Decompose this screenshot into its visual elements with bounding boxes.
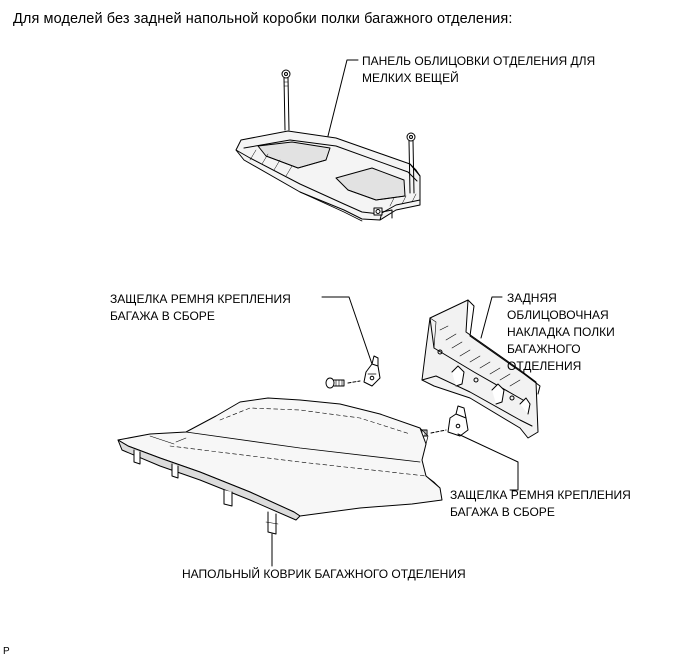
latch-lower-leader bbox=[457, 433, 519, 491]
illustration-code: P bbox=[3, 646, 10, 657]
cover-panel-label: ПАНЕЛЬ ОБЛИЦОВКИ ОТДЕЛЕНИЯ ДЛЯ МЕЛКИХ ВЕ… bbox=[362, 54, 596, 85]
bolt-upper bbox=[325, 377, 361, 389]
latch-lower-part bbox=[447, 405, 469, 437]
cover-panel-part bbox=[235, 130, 421, 222]
rear-trim-part bbox=[421, 299, 541, 439]
figure-caption: Для моделей без задней напольной коробки… bbox=[13, 11, 513, 27]
latch-upper-leader bbox=[321, 296, 373, 365]
cover-panel-straps bbox=[281, 69, 416, 194]
latch-upper-label: ЗАЩЕЛКА РЕМНЯ КРЕПЛЕНИЯ БАГАЖА В СБОРЕ bbox=[110, 292, 291, 323]
cover-panel-leader bbox=[327, 59, 359, 137]
rear-trim-label: ЗАДНЯЯ ОБЛИЦОВОЧНАЯ НАКЛАДКА ПОЛКИ БАГАЖ… bbox=[507, 291, 615, 373]
latch-lower-label: ЗАЩЕЛКА РЕМНЯ КРЕПЛЕНИЯ БАГАЖА В СБОРЕ bbox=[450, 488, 631, 519]
floor-mat-label: НАПОЛЬНЫЙ КОВРИК БАГАЖНОГО ОТДЕЛЕНИЯ bbox=[182, 567, 466, 581]
floor-mat-part bbox=[117, 397, 443, 535]
rear-trim-leader bbox=[480, 296, 503, 339]
latch-upper-part bbox=[363, 355, 381, 387]
